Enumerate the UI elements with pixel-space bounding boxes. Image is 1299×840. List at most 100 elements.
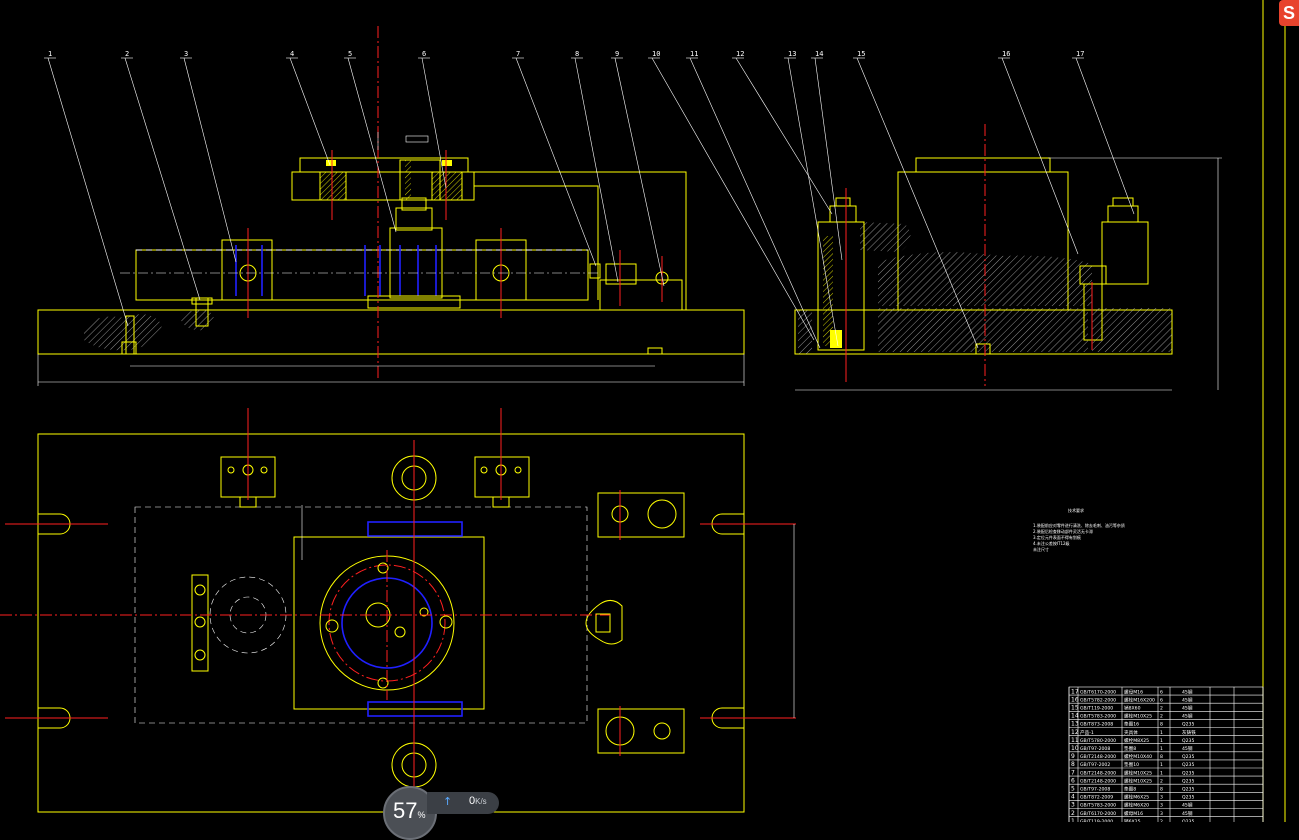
- bom-cell: GB/T2148-2000: [1080, 770, 1116, 776]
- notes-title: 技术要求: [1068, 507, 1084, 513]
- bom-cell: Q235: [1182, 787, 1194, 793]
- balloon-number: 14: [815, 50, 823, 58]
- leader-line: [347, 57, 397, 233]
- bom-cell: 2: [1160, 819, 1163, 822]
- side-view: [794, 124, 1222, 391]
- bom-cell: GB/T5783-2000: [1080, 803, 1116, 809]
- bom-cell: Q235: [1182, 778, 1194, 784]
- leader-line: [47, 57, 129, 327]
- bom-cell: 13: [1071, 721, 1079, 728]
- bom-cell: 6: [1160, 697, 1163, 703]
- bom-cell: 45钢: [1182, 713, 1193, 720]
- bom-cell: 3: [1160, 803, 1163, 809]
- notes-line: 2.装配后检查移动部件灵活无卡滞: [1033, 528, 1093, 534]
- bom-cell: 螺栓M10X25: [1124, 713, 1152, 720]
- bom-cell: 3: [1160, 811, 1163, 817]
- cpu-percent: 57: [393, 798, 418, 823]
- balloon-number: 5: [348, 50, 352, 58]
- ime-logo-icon[interactable]: S: [1279, 0, 1299, 26]
- bom-cell: 螺栓M6X20: [1124, 802, 1149, 809]
- bom-cell: 灰铸铁: [1182, 729, 1196, 736]
- bom-cell: 45钢: [1182, 705, 1193, 712]
- bom-cell: 销6X25: [1124, 818, 1141, 822]
- bom-cell: 3: [1071, 802, 1075, 809]
- leader-line: [515, 57, 597, 267]
- notes-line: 未注尺寸: [1033, 546, 1049, 552]
- balloon-number: 10: [652, 50, 660, 58]
- balloon-number: 11: [690, 50, 698, 58]
- network-speed-widget[interactable]: 57% ↑ 0K/s: [383, 786, 499, 840]
- bom-cell: 夹具体: [1124, 729, 1138, 736]
- bom-cell: 螺母M16: [1124, 810, 1143, 817]
- bom-cell: 45钢: [1182, 688, 1193, 695]
- bom-cell: 16: [1071, 696, 1079, 703]
- net-speed-unit: K/s: [475, 797, 487, 806]
- bom-cell: Q235: [1182, 795, 1194, 801]
- bom-cell: 2: [1160, 714, 1163, 720]
- leader-line: [1075, 57, 1135, 215]
- bom-cell: 螺栓M16X200: [1124, 696, 1155, 703]
- bom-cell: 螺母M16: [1124, 688, 1143, 695]
- bom-cell: GB/T97-2008: [1080, 746, 1110, 752]
- bom-cell: GB/T2148-2000: [1080, 778, 1116, 784]
- bom-cell: GB/T6170-2000: [1080, 689, 1116, 695]
- leader-line: [614, 57, 665, 287]
- bom-cell: 2: [1160, 778, 1163, 784]
- balloon-number: 1: [48, 50, 52, 58]
- bom-cell: Q235: [1182, 762, 1194, 768]
- bom-cell: 45钢: [1182, 810, 1193, 817]
- bom-cell: Q235: [1182, 754, 1194, 760]
- bom-cell: 产品-1: [1080, 729, 1094, 736]
- bom-cell: GB/T2148-2000: [1080, 754, 1116, 760]
- bom-cell: 销8X60: [1124, 705, 1141, 712]
- drawing-border: [1262, 0, 1286, 822]
- bom-cell: 1: [1071, 818, 1075, 822]
- bom-cell: 10: [1071, 745, 1079, 752]
- bom-cell: 垫圈16: [1124, 721, 1139, 728]
- bom-cell: 1: [1160, 762, 1163, 768]
- bom-cell: 45钢: [1182, 802, 1193, 809]
- bom-cell: 4: [1071, 794, 1075, 801]
- bom-cell: GB/T97-2002: [1080, 762, 1110, 768]
- balloon-number: 3: [184, 50, 188, 58]
- leader-line: [651, 57, 815, 341]
- percent-sign: %: [417, 810, 426, 820]
- balloon-number: 7: [516, 50, 520, 58]
- bom-cell: 1: [1160, 746, 1163, 752]
- speed-pill: [427, 792, 499, 814]
- leader-line: [183, 57, 237, 263]
- bom-cell: Q235: [1182, 819, 1194, 822]
- bom-cell: 垫圈8: [1124, 745, 1136, 752]
- bom-cell: 1: [1160, 738, 1163, 744]
- leader-line: [421, 57, 447, 189]
- leader-line: [735, 57, 833, 215]
- bom-cell: 8: [1160, 787, 1163, 793]
- bom-cell: 8: [1071, 761, 1075, 768]
- notes-line: 3.定位元件表面不得有划痕: [1033, 534, 1081, 540]
- notes-line: 1.装配前应对零件进行清洗、除去毛刺、油污等杂质: [1033, 522, 1125, 528]
- front-view: [37, 26, 745, 386]
- bom-cell: 8: [1160, 754, 1163, 760]
- bom-cell: Q235: [1182, 770, 1194, 776]
- bom-cell: 6: [1160, 689, 1163, 695]
- notes-line: 4.未注公差按IT12级: [1033, 540, 1070, 546]
- bom-cell: Q235: [1182, 738, 1194, 744]
- bom-cell: 螺栓M10X40: [1124, 753, 1152, 760]
- balloon-number: 8: [575, 50, 579, 58]
- bom-cell: 螺栓M10X25: [1124, 769, 1152, 776]
- bom-cell: 8: [1160, 722, 1163, 728]
- net-speed-value: 0: [469, 795, 476, 807]
- balloon-number: 16: [1002, 50, 1010, 58]
- bom-cell: 1: [1160, 730, 1163, 736]
- leader-line: [1001, 57, 1079, 255]
- balloon-number: 2: [125, 50, 129, 58]
- balloon-number: 15: [857, 50, 865, 58]
- balloon-number: 6: [422, 50, 426, 58]
- bom-cell: 5: [1071, 786, 1075, 793]
- bom-cell: 12: [1071, 729, 1079, 736]
- bom-cell: 螺栓M8X25: [1124, 737, 1149, 744]
- bom-cell: 6: [1071, 777, 1075, 784]
